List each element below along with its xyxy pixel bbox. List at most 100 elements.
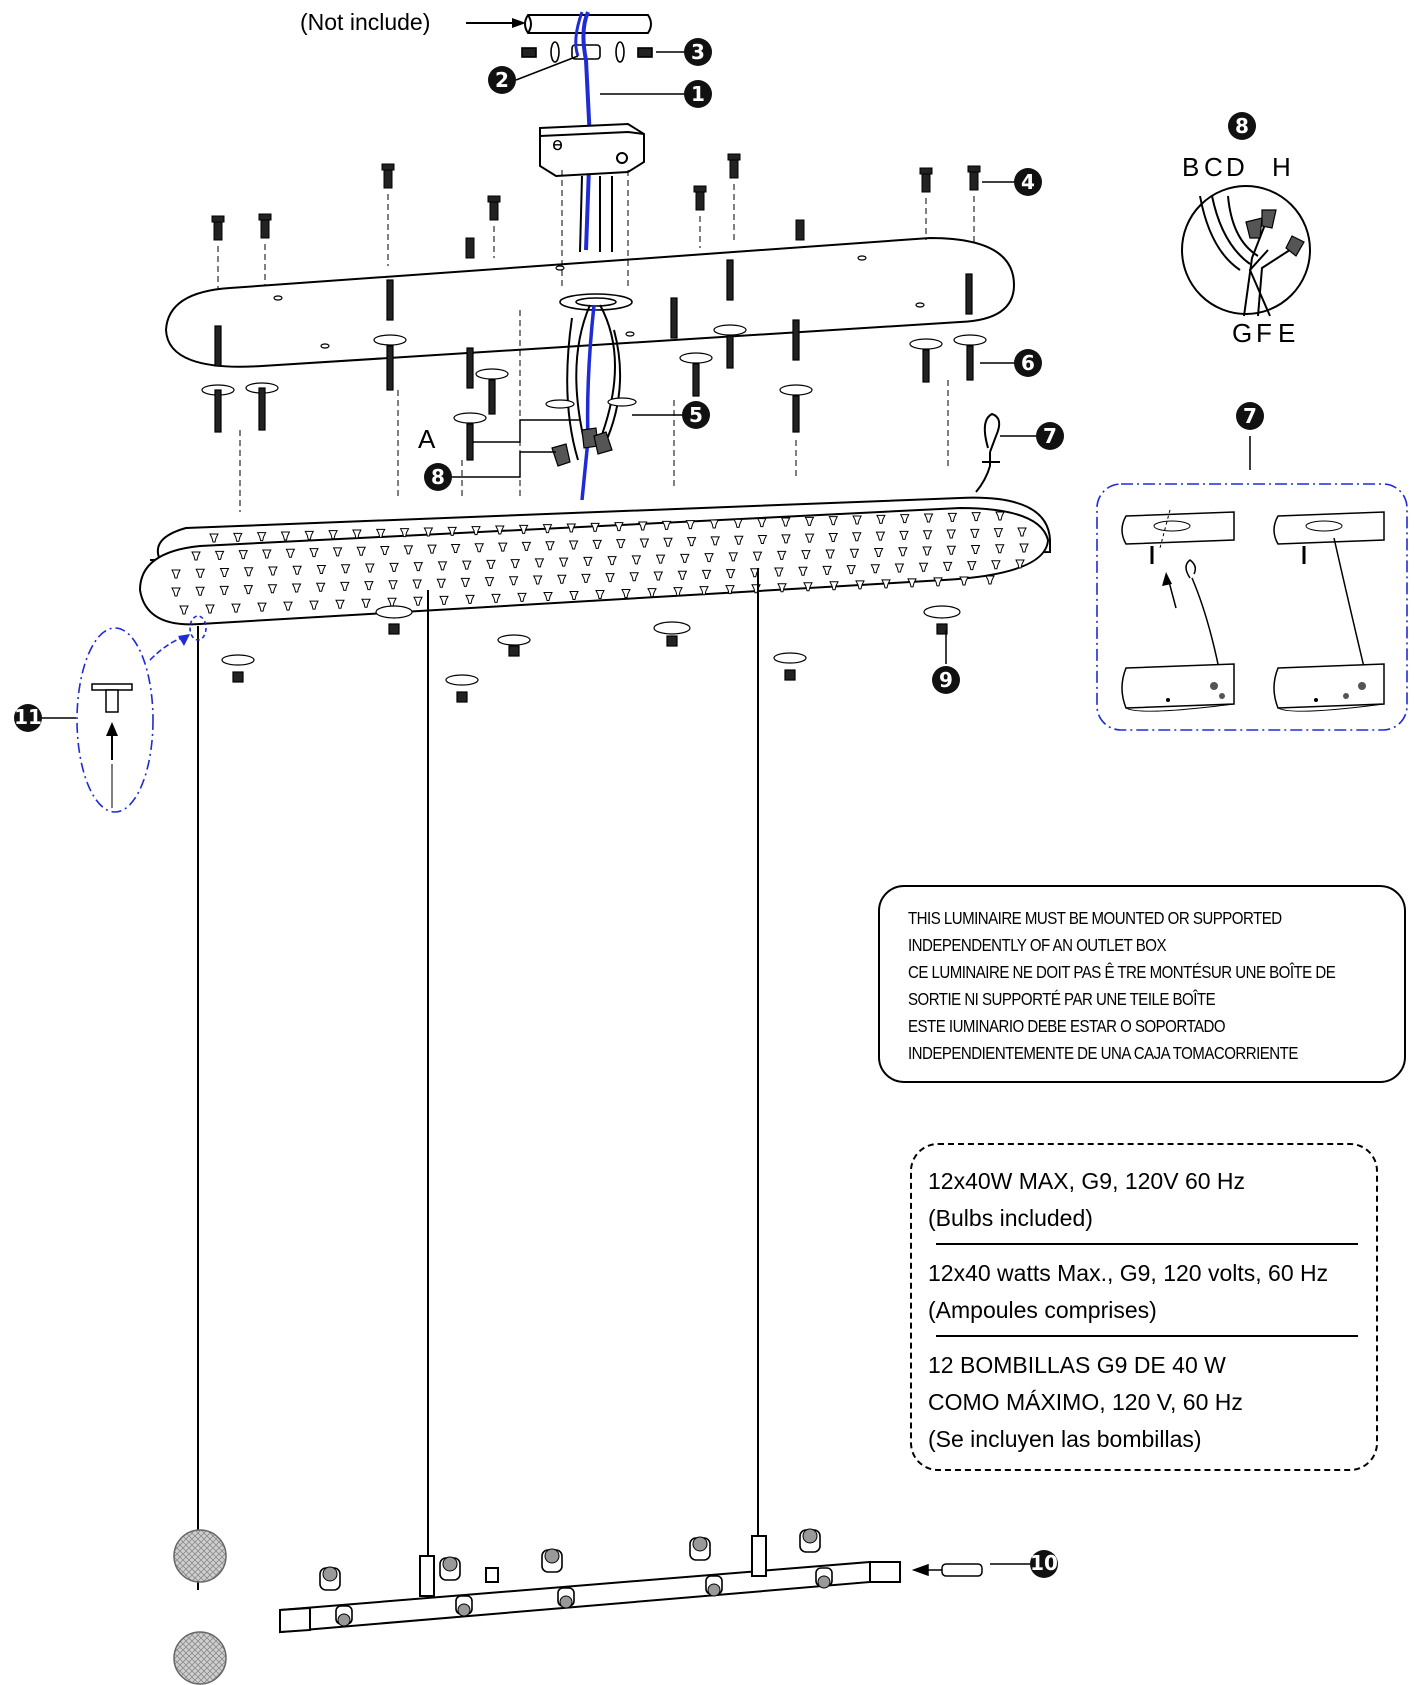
crystal-pin [709, 519, 719, 529]
crystal-pin [256, 532, 267, 542]
crystal-pin [292, 565, 302, 575]
crystal-pin [590, 522, 600, 532]
crystal-pin [710, 536, 721, 546]
warning-line: ESTE IUMINARIO DEBE ESTAR O SOPORTADO [908, 1016, 1226, 1036]
crystal-pin [332, 547, 343, 557]
lamp-wires [566, 304, 622, 461]
svg-text:9: 9 [939, 668, 953, 692]
crystal-pin [725, 569, 736, 579]
crystal-pin [427, 544, 437, 554]
crystal-pin [340, 564, 351, 574]
crystal-pin [985, 575, 995, 585]
crystal-pin [285, 548, 296, 558]
crystal-pin [534, 558, 545, 568]
svg-text:H: H [1272, 152, 1291, 182]
crystal-pin [870, 564, 881, 574]
crystal-pin [653, 571, 664, 581]
svg-text:11: 11 [14, 705, 42, 729]
crystal-pin [592, 539, 603, 549]
crystal-pin [304, 530, 315, 540]
badge-6: 6 [1014, 349, 1042, 377]
crystal-pin [663, 537, 673, 547]
crystal-pin [532, 575, 543, 585]
crystal-pin [486, 559, 496, 569]
crystal-pin [942, 561, 953, 571]
bulb-specifications: 12x40W MAX, G9, 120V 60 Hz (Bulbs includ… [910, 1143, 1378, 1471]
crystal-pin [752, 551, 763, 561]
crystal-pin [966, 561, 977, 571]
badge-9: 9 [932, 666, 960, 694]
supply-wires [579, 175, 613, 253]
crystal-pin [583, 556, 593, 566]
crystal-pin [828, 532, 839, 542]
warning-line: INDEPENDENTLY OF AN OUTLET BOX [908, 935, 1167, 955]
crystal-pin [637, 521, 648, 531]
spec-es-line: (Se incluyen las bombillas) [928, 1426, 1202, 1452]
crystal-pin [855, 580, 865, 590]
spec-es-line: 12 BOMBILLAS G9 DE 40 W [928, 1352, 1226, 1378]
badge-2: 2 [488, 66, 516, 94]
crystal-pin [364, 581, 374, 591]
crystal-pin [699, 586, 709, 596]
crystal-pin [804, 516, 815, 526]
crystal-pin [757, 518, 767, 528]
crystal-pin [309, 548, 319, 558]
crystal-pin [280, 531, 291, 541]
crystal-pin [231, 603, 241, 613]
warning-notice: THIS LUMINAIRE MUST BE MOUNTED OR SUPPOR… [878, 885, 1406, 1083]
crystal-pin [995, 511, 1005, 521]
badge-11: 11 [14, 704, 42, 732]
support-screws [201, 259, 987, 461]
crystal-pin [412, 579, 422, 589]
spec-divider [936, 1243, 1358, 1245]
crystal-pin [517, 592, 527, 602]
crystal-pin [639, 538, 650, 548]
crystal-pin [450, 543, 461, 553]
crystal-pin [497, 542, 508, 552]
part-number-badges: 1 2 3 4 5 6 7 8 9 10 11 8 7 [14, 38, 1264, 1578]
crystal-pin [1017, 527, 1027, 537]
warning-line: CE LUMINAIRE NE DOIT PAS Ê TRE MONTÉSUR … [908, 962, 1336, 982]
crystal-pin [728, 552, 739, 562]
crystal-pin [566, 523, 577, 533]
crystal-pin [510, 559, 521, 569]
crystal-pin [375, 528, 386, 538]
not-include-label: (Not include) [300, 9, 430, 35]
crystal-pin [1019, 543, 1029, 553]
crystal-pin [777, 583, 787, 593]
crystal-pin [352, 529, 362, 539]
crystal-pin [316, 565, 327, 575]
crystal-pin [655, 554, 666, 564]
svg-text:ɵ: ɵ [552, 134, 563, 155]
bulb-sockets [319, 1528, 833, 1627]
crystal-pin [994, 544, 1005, 554]
warning-line: SORTIE NI SUPPORTÉ PAR UNE TEILE BOÎTE [908, 989, 1216, 1009]
crystal-pin [1015, 559, 1025, 569]
crystal-pin [725, 585, 735, 595]
crystal-pin [267, 584, 278, 594]
glass-globes [173, 1529, 227, 1685]
crystal-pin [849, 548, 860, 558]
crystal-pin [607, 556, 617, 566]
crystal-pin [437, 561, 448, 571]
crystal-pin [423, 527, 434, 537]
crystal-pin [474, 543, 485, 553]
svg-text:E: E [1278, 318, 1295, 348]
svg-text:4: 4 [1021, 170, 1035, 194]
crystal-pin [873, 547, 884, 557]
crystal-pin [899, 514, 910, 524]
crystal-pin [339, 581, 350, 591]
crystal-pin [471, 526, 481, 536]
crystal-pin [801, 550, 811, 560]
crystal-pin [439, 595, 449, 605]
crystal-pin [315, 582, 326, 592]
guide-lines [217, 170, 975, 290]
crystal-pin [993, 528, 1004, 538]
bulb-socket-icon [799, 1528, 833, 1589]
bulb-socket-icon [541, 1548, 575, 1609]
crystal-pin [413, 596, 423, 606]
crystal-pin [969, 528, 980, 538]
badge-8: 8 [424, 463, 452, 491]
crystal-pin [631, 555, 642, 565]
crystal-pin [436, 578, 447, 588]
